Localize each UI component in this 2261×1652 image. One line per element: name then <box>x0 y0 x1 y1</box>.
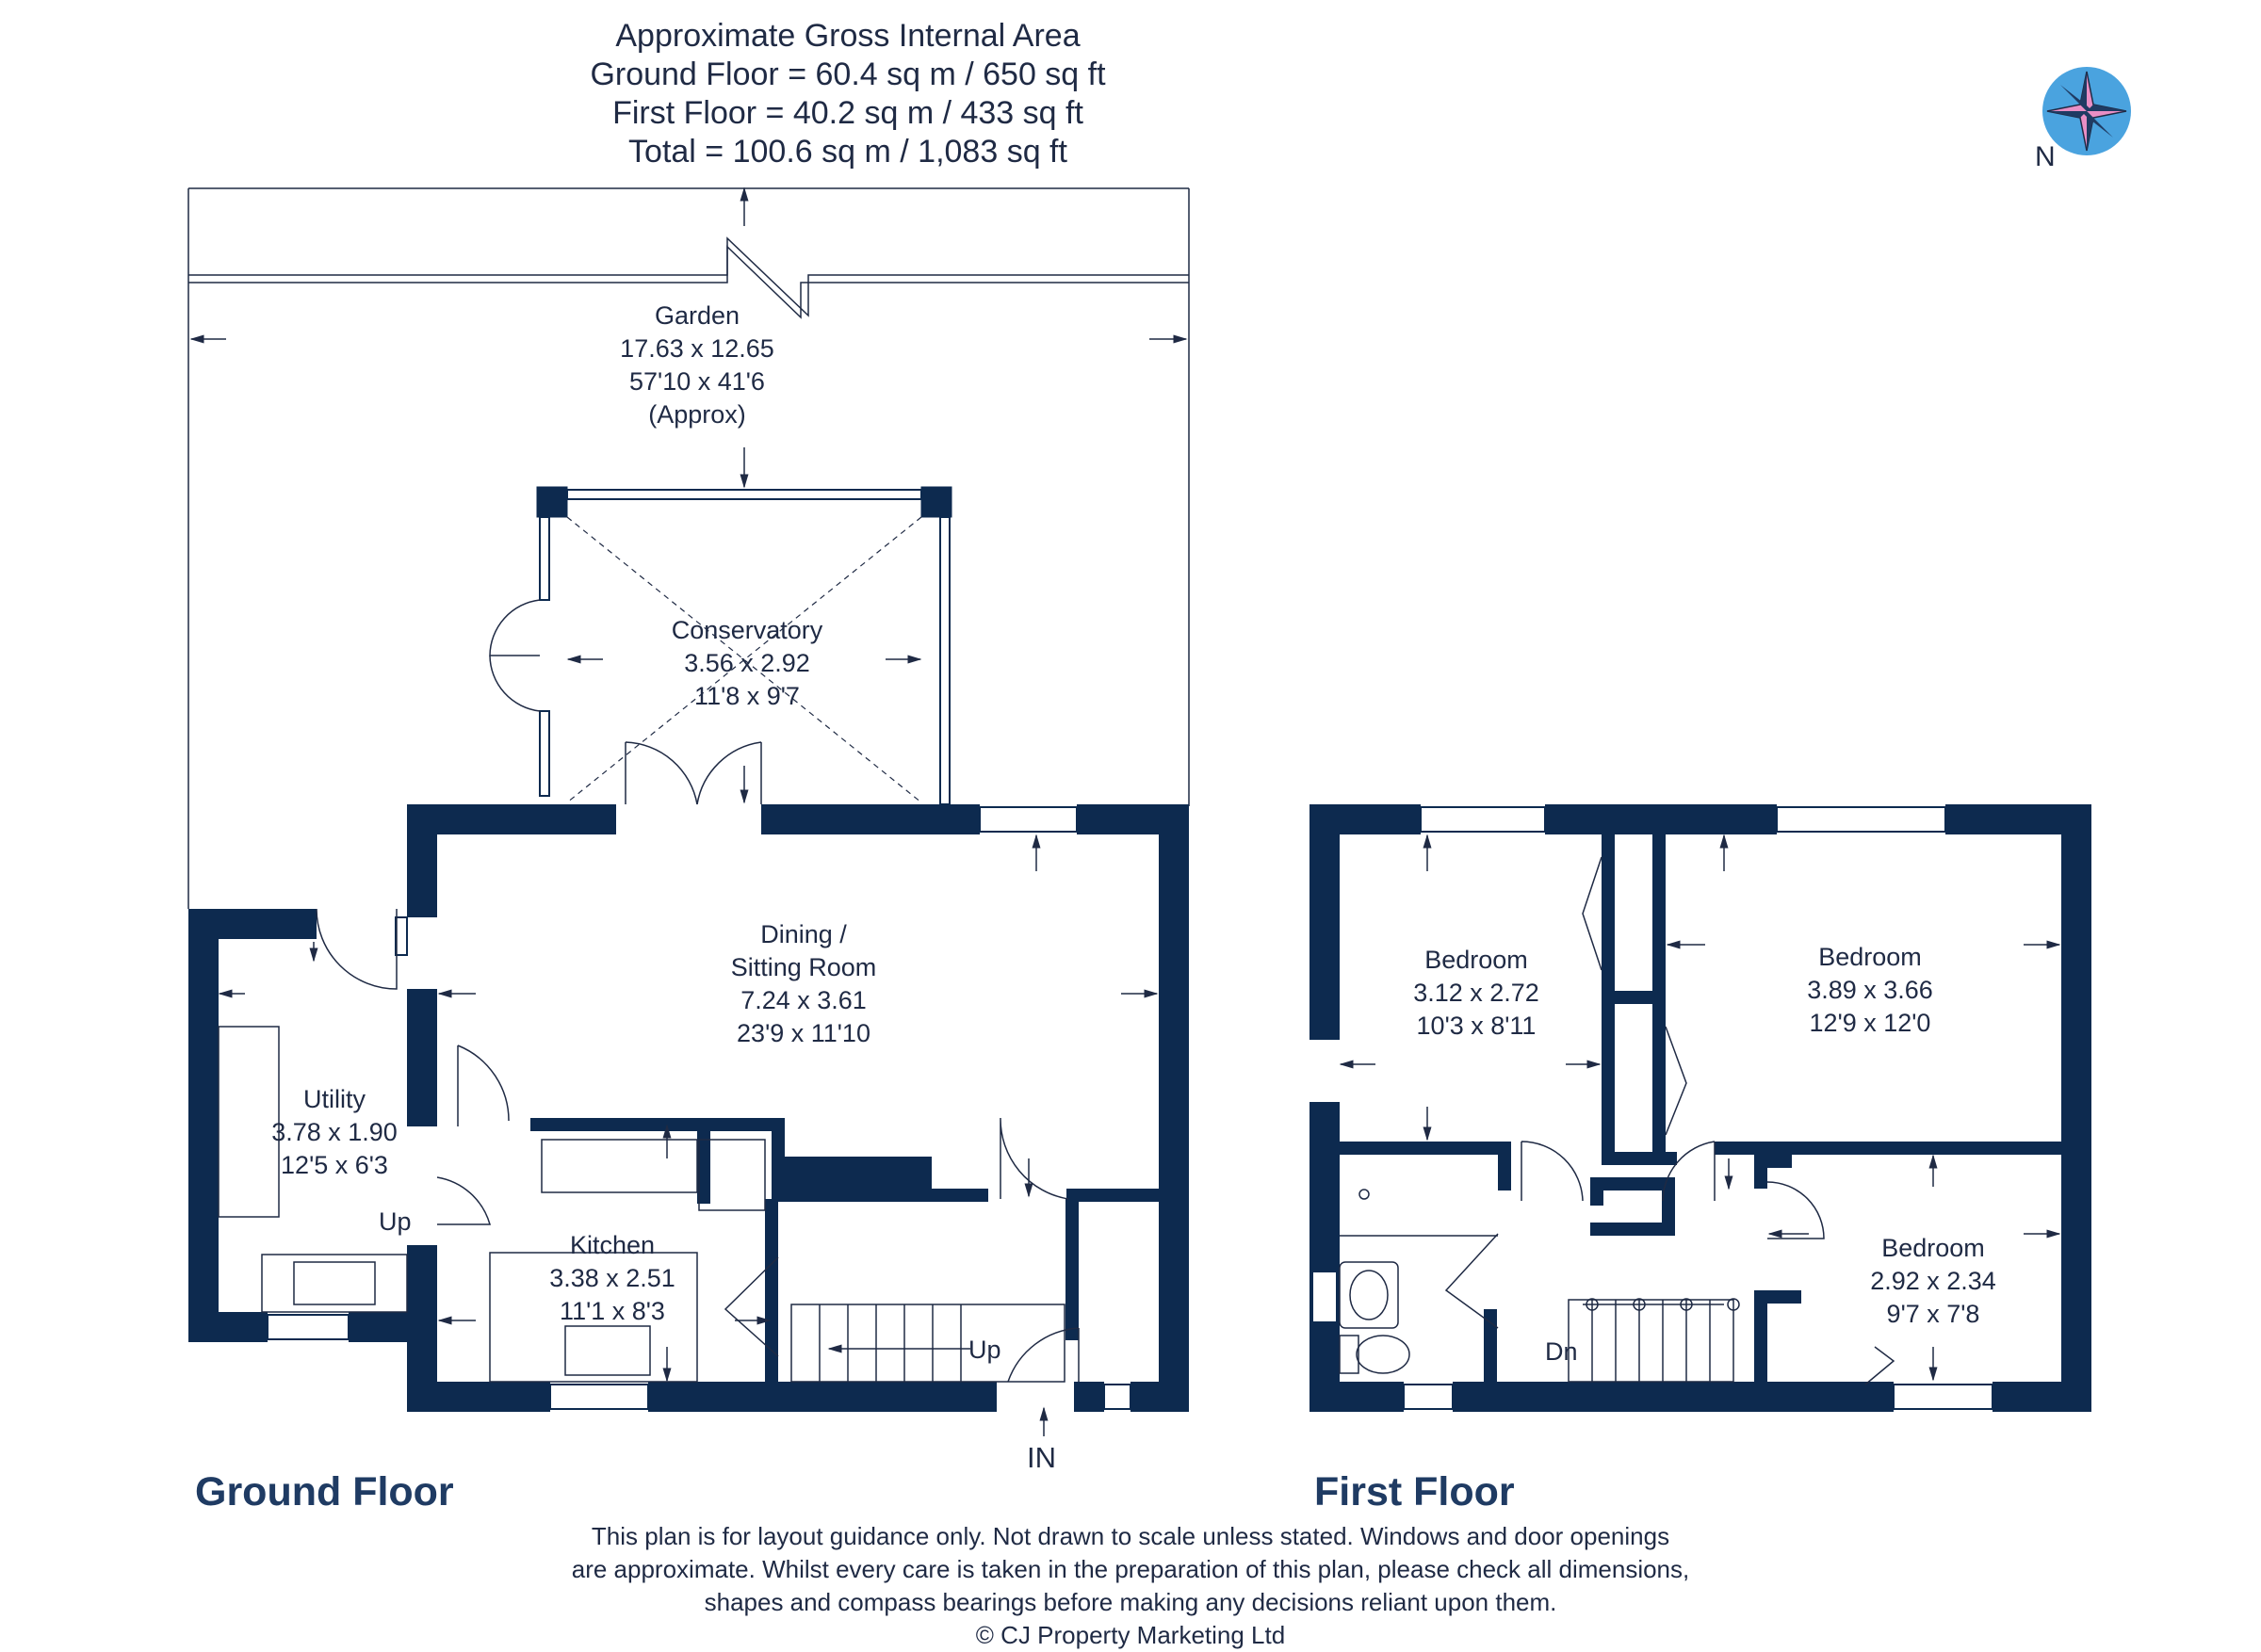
kitchen-label: Kitchen 3.38 x 2.51 11'1 x 8'3 <box>549 1229 675 1328</box>
garden-label: Garden 17.63 x 12.65 57'10 x 41'6 (Appro… <box>620 300 774 431</box>
ground-floor-walls <box>188 804 1189 1412</box>
bedroom-1-name: Bedroom <box>1424 946 1528 974</box>
garden-imperial: 57'10 x 41'6 <box>629 367 765 396</box>
bedroom-2-name: Bedroom <box>1818 943 1922 971</box>
copyright-line: © CJ Property Marketing Ltd <box>975 1621 1286 1649</box>
bedroom-2-label: Bedroom 3.89 x 3.66 12'9 x 12'0 <box>1807 941 1933 1040</box>
dining-room-imperial: 23'9 x 11'10 <box>737 1019 870 1047</box>
header-ground-area: Ground Floor = 60.4 sq m / 650 sq ft <box>590 57 1106 92</box>
garden-metric: 17.63 x 12.65 <box>620 334 774 363</box>
utility-stairs-up-label: Up <box>379 1207 412 1236</box>
bedroom-3-imperial: 9'7 x 7'8 <box>1886 1300 1980 1328</box>
kitchen-imperial: 11'1 x 8'3 <box>560 1297 665 1325</box>
bedroom-1-metric: 3.12 x 2.72 <box>1413 979 1539 1007</box>
garden-dimension-arrows <box>189 186 1188 489</box>
compass-icon <box>2042 67 2131 155</box>
bedroom-3-metric: 2.92 x 2.34 <box>1870 1267 1996 1295</box>
first-floor-walls <box>1309 804 2091 1412</box>
bedroom-3-name: Bedroom <box>1881 1234 1985 1262</box>
kitchen-metric: 3.38 x 2.51 <box>549 1264 675 1292</box>
stairs-down-label: Dn <box>1545 1337 1578 1366</box>
ground-floor-fittings <box>218 741 1080 1383</box>
first-floor-dimension-arrows <box>1339 834 2061 1382</box>
garden-outline <box>187 187 1190 909</box>
conservatory <box>489 486 952 805</box>
first-floor-title: First Floor <box>1314 1469 1515 1514</box>
dining-room-name: Dining / <box>760 920 847 948</box>
ground-floor-title: Ground Floor <box>195 1469 454 1514</box>
conservatory-imperial: 11'8 x 9'7 <box>694 682 800 710</box>
entrance-label: IN <box>1027 1441 1056 1474</box>
ground-floor-dimension-arrows <box>218 834 1159 1436</box>
header-first-area: First Floor = 40.2 sq m / 433 sq ft <box>612 95 1083 131</box>
utility-metric: 3.78 x 1.90 <box>271 1118 398 1146</box>
ground-floor-windows <box>267 806 1131 1410</box>
header-total-area: Total = 100.6 sq m / 1,083 sq ft <box>628 134 1067 170</box>
dining-room-label: Dining / Sitting Room 7.24 x 3.61 23'9 x… <box>731 918 877 1050</box>
stairs-up-label: Up <box>968 1336 1001 1364</box>
disclaimer-line-3: shapes and compass bearings before makin… <box>704 1588 1557 1616</box>
bedroom-1-imperial: 10'3 x 8'11 <box>1416 1012 1537 1040</box>
disclaimer-line-2: are approximate. Whilst every care is ta… <box>571 1555 1690 1583</box>
bedroom-1-label: Bedroom 3.12 x 2.72 10'3 x 8'11 <box>1413 944 1539 1043</box>
utility-label: Utility 3.78 x 1.90 12'5 x 6'3 <box>271 1083 398 1182</box>
utility-imperial: 12'5 x 6'3 <box>281 1151 388 1179</box>
bedroom-2-imperial: 12'9 x 12'0 <box>1809 1009 1931 1037</box>
garden-name: Garden <box>654 301 740 330</box>
header-title: Approximate Gross Internal Area <box>615 18 1081 54</box>
first-floor-windows <box>1311 806 1993 1410</box>
compass-north-label: N <box>2035 141 2056 172</box>
conservatory-label: Conservatory 3.56 x 2.92 11'8 x 9'7 <box>672 614 823 713</box>
disclaimer-line-1: This plan is for layout guidance only. N… <box>591 1522 1670 1550</box>
first-floor-fittings <box>1339 856 1895 1385</box>
kitchen-name: Kitchen <box>569 1231 656 1259</box>
dining-room-metric: 7.24 x 3.61 <box>740 986 867 1014</box>
conservatory-name: Conservatory <box>671 616 823 644</box>
bedroom-2-metric: 3.89 x 3.66 <box>1807 976 1933 1004</box>
garden-note: (Approx) <box>648 400 746 429</box>
bedroom-3-label: Bedroom 2.92 x 2.34 9'7 x 7'8 <box>1870 1232 1996 1331</box>
conservatory-metric: 3.56 x 2.92 <box>684 649 810 677</box>
dining-room-name-2: Sitting Room <box>730 953 877 981</box>
conservatory-dimension-arrows <box>566 655 922 804</box>
utility-name: Utility <box>302 1085 366 1113</box>
